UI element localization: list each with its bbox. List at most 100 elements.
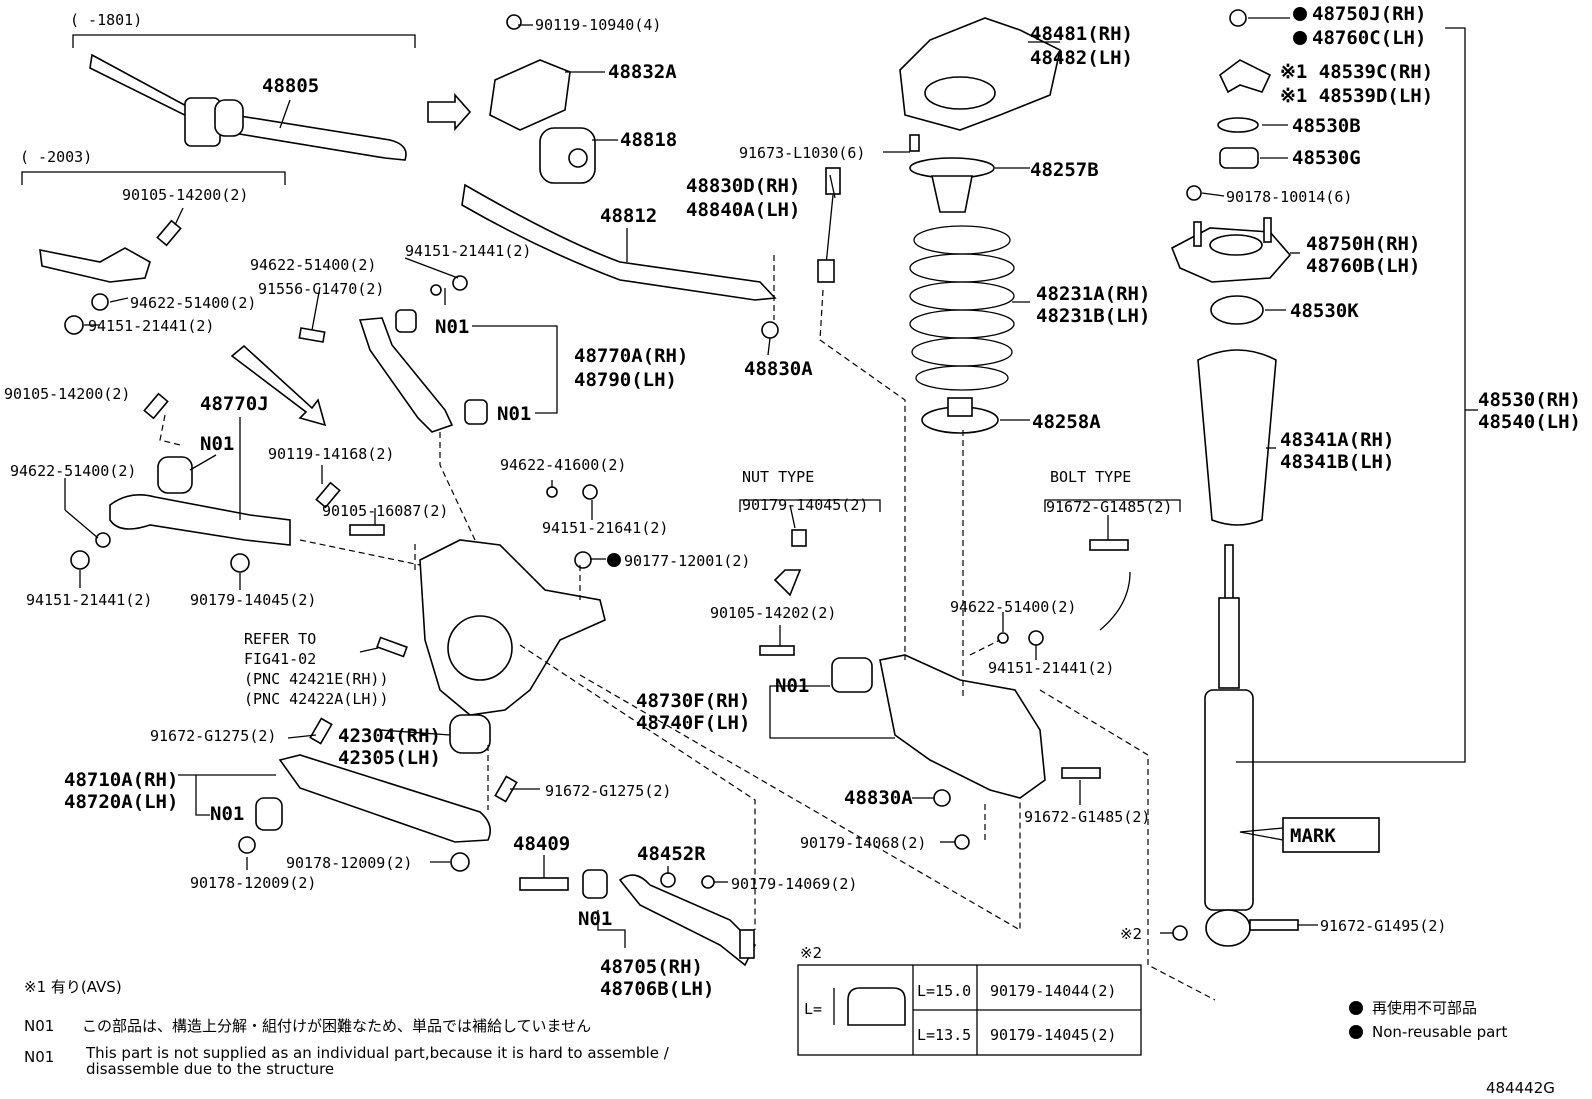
shock-absorber-48530[interactable] (1204, 689, 1254, 911)
bolt-icon (298, 327, 326, 343)
part-label-48760C: 48760C(LH) (1312, 27, 1426, 49)
bushing-n01 (395, 309, 417, 333)
part-label-91672-G1275: 91672-G1275(2) (150, 727, 276, 745)
bushing-n01 (255, 797, 283, 831)
bolt-icon (1249, 919, 1299, 931)
range-label-2003: ( -2003) (20, 148, 92, 166)
cushion-48530G[interactable] (1219, 147, 1259, 169)
table-row-part: 90179-14044(2) (990, 982, 1116, 1000)
nut-icon (791, 529, 807, 547)
arm-48705[interactable] (618, 874, 756, 967)
dust-boot-48341A[interactable] (1197, 349, 1277, 526)
part-label-94622-51400: 94622-51400(2) (130, 294, 256, 312)
table-row-length: L=15.0 (917, 982, 971, 1000)
ref2-label: ※2 (1120, 925, 1142, 943)
stabilizer-bar-old[interactable] (39, 247, 151, 283)
part-label-48805: 48805 (262, 75, 319, 97)
part-label-90119-10940: 90119-10940(4) (535, 16, 661, 34)
lower-arm-48710A[interactable] (278, 754, 491, 843)
mark-box (1282, 817, 1380, 853)
part-label-94622-51400: 94622-51400(2) (10, 462, 136, 480)
nut-48750J[interactable] (1229, 9, 1247, 27)
part-label-91556-C1470: 91556-C1470(2) (258, 280, 384, 298)
shock-rod-lower (1218, 597, 1240, 689)
nut-icon (70, 550, 90, 570)
part-label-90178-12009: 90178-12009(2) (286, 854, 412, 872)
bushing-n01 (831, 657, 873, 693)
bracket-48539C[interactable] (1218, 59, 1272, 94)
part-label-48830D: 48830D(RH) (686, 175, 800, 197)
part-label-48341B: 48341B(LH) (1280, 451, 1394, 473)
washer-icon (430, 284, 442, 296)
bolt-icon (376, 636, 408, 658)
leader-lines (64, 17, 1318, 934)
part-label-91672-G1275: 91672-G1275(2) (545, 782, 671, 800)
bolt-icon (1061, 767, 1101, 779)
nut-48830A[interactable] (761, 321, 779, 339)
stabilizer-bar-48812[interactable] (461, 183, 777, 301)
part-label-94151-21641: 94151-21641(2) (542, 519, 668, 537)
insulator-body (931, 175, 973, 213)
bracket-48832A[interactable] (489, 59, 571, 131)
part-label-48770A: 48770A(RH) (574, 345, 688, 367)
part-label-48539C: ※1 48539C(RH) (1280, 61, 1433, 83)
coil-spring-48231A[interactable] (909, 225, 1015, 391)
part-label-48706B: 48706B(LH) (600, 978, 714, 1000)
bolt-icon (494, 775, 518, 803)
legend-en: Non-reusable part (1372, 1023, 1507, 1041)
part-label-90105-14202: 90105-14202(2) (710, 604, 836, 622)
bolt-type-label: BOLT TYPE (1050, 468, 1131, 486)
bolt-icon (909, 134, 920, 152)
stud-icon (1263, 217, 1272, 243)
bolt-icon (1089, 539, 1129, 551)
nut-length-table: ※2 L= L=15.0 90179-14044(2) L=13.5 90179… (797, 944, 1142, 1056)
stabilizer-bar-48805[interactable] (89, 53, 407, 161)
non-reusable-dot-icon (1293, 7, 1307, 21)
part-label-42304: 42304(RH) (338, 725, 441, 747)
refer-text: FIG41-02 (244, 650, 316, 668)
nut-48830A (933, 789, 951, 807)
range-label-1801: ( -1801) (70, 11, 142, 29)
part-label-48530G: 48530G (1292, 147, 1361, 169)
refer-text: (PNC 42421E(RH)) (244, 670, 389, 688)
part-label-48257B: 48257B (1030, 159, 1099, 181)
nut-icon (701, 875, 715, 889)
insulator-48257B[interactable] (909, 157, 995, 179)
bushing-n01 (157, 456, 193, 494)
n01-label: N01 (497, 403, 531, 425)
part-label-48750J: 48750J(RH) (1312, 3, 1426, 25)
bump-stop-48530K[interactable] (1210, 295, 1264, 325)
table-title: ※2 (800, 944, 822, 962)
lower-control-arm-48730F[interactable] (879, 654, 1046, 799)
part-label-48790: 48790(LH) (574, 369, 677, 391)
support-ring (1209, 234, 1263, 256)
part-label-91672-G1485: 91672-G1485(2) (1046, 498, 1172, 516)
shock-eye (1205, 909, 1251, 947)
part-label-94151-21441: 94151-21441(2) (88, 317, 214, 335)
nut-icon (1028, 630, 1044, 646)
bushing-hole (568, 148, 588, 168)
bushing-n01 (464, 399, 488, 425)
part-label-90179-14068: 90179-14068(2) (800, 834, 926, 852)
washer-48530B[interactable] (1217, 117, 1259, 133)
upper-arm-48770A[interactable] (358, 317, 454, 433)
note-n01-en: This part is not supplied as an individu… (85, 1044, 670, 1062)
part-label-48710A: 48710A(RH) (64, 769, 178, 791)
note-n01-key: N01 (24, 1048, 54, 1066)
stabilizer-group-1801 (72, 34, 416, 161)
part-label-90119-14168: 90119-14168(2) (268, 445, 394, 463)
part-label-48530: 48530(RH) (1478, 389, 1581, 411)
part-label-48760B: 48760B(LH) (1306, 255, 1420, 277)
note-n01-key: N01 (24, 1017, 54, 1035)
arm-48770J[interactable] (109, 494, 291, 546)
part-label-48812: 48812 (600, 205, 657, 227)
insulator-tab (947, 397, 973, 417)
bolt-48409[interactable] (519, 877, 569, 891)
nut-icon (1172, 925, 1188, 941)
link-rod (825, 194, 834, 266)
bushing-42304 (449, 714, 491, 754)
part-label-48452R: 48452R (637, 843, 706, 865)
note-n01-en: disassemble due to the structure (86, 1060, 334, 1078)
mark-label: MARK (1290, 825, 1336, 847)
bushing-48818[interactable] (539, 127, 596, 184)
